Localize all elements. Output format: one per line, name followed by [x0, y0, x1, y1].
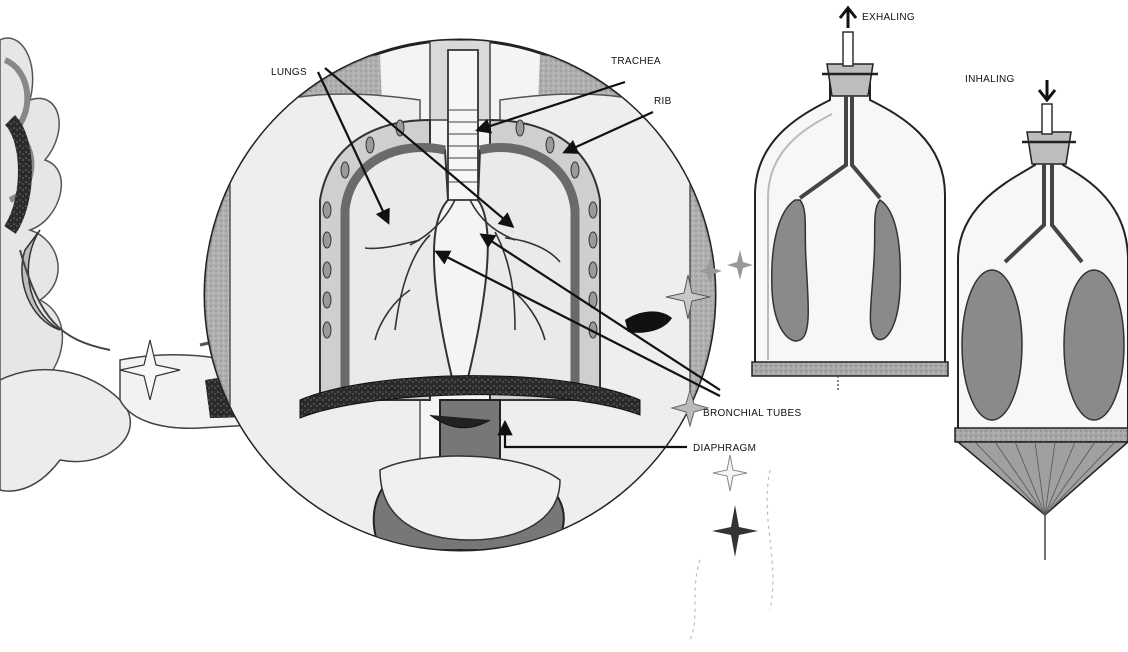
trachea [448, 50, 478, 200]
star-icon [712, 505, 758, 557]
label-bronchial-tubes: BRONCHIAL TUBES [703, 408, 801, 419]
label-diaphragm: DIAPHRAGM [693, 443, 756, 454]
inflated-balloon-left [962, 270, 1022, 420]
label-exhaling: EXHALING [862, 12, 915, 23]
exhaling-bell-jar [752, 8, 948, 392]
cork [827, 64, 873, 96]
rubber-membrane [958, 442, 1128, 515]
label-lungs: LUNGS [271, 67, 307, 78]
up-arrow-icon [840, 8, 856, 28]
star-icon [713, 455, 747, 491]
inflated-balloon-right [1064, 270, 1124, 420]
cork [1027, 132, 1071, 164]
label-inhaling: INHALING [965, 74, 1015, 85]
down-arrow-icon [1039, 80, 1055, 100]
label-trachea: TRACHEA [611, 56, 661, 67]
star-icon [727, 250, 753, 280]
inhaling-bell-jar [955, 80, 1128, 560]
label-rib: RIB [654, 96, 672, 107]
